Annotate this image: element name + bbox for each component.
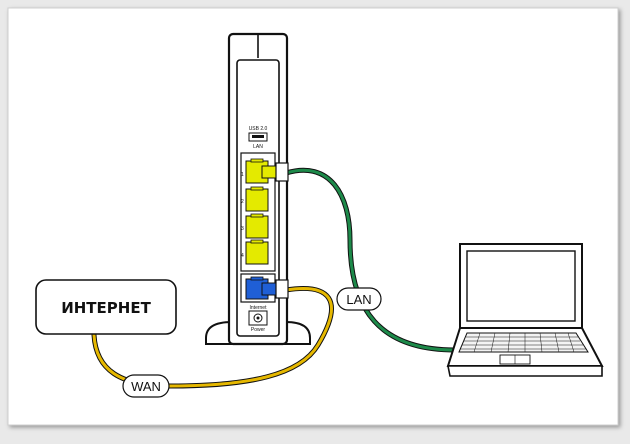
wan-cable bbox=[92, 287, 333, 388]
wan-label-tag: WAN bbox=[122, 374, 170, 398]
lan-label-tag: LAN bbox=[336, 287, 382, 311]
lan-plug bbox=[261, 162, 289, 182]
router: USB 2.0 LAN 1 2 3 4 Inte bbox=[205, 32, 311, 346]
internet-label: ИНТЕРНЕТ bbox=[61, 299, 151, 317]
port-number-2: 2 bbox=[241, 199, 244, 205]
port-number-1: 1 bbox=[241, 172, 244, 178]
laptop-screen bbox=[466, 250, 576, 322]
usb-label: USB 2.0 bbox=[249, 126, 268, 132]
laptop bbox=[446, 243, 604, 377]
wan-port-label: Internet bbox=[250, 305, 268, 311]
lan-port-4 bbox=[245, 239, 269, 265]
lan-port-2 bbox=[245, 186, 269, 212]
usb-lan-label: LAN bbox=[253, 144, 263, 150]
port-number-3: 3 bbox=[241, 226, 244, 232]
wan-label: WAN bbox=[131, 379, 161, 394]
wan-plug bbox=[261, 279, 289, 299]
power-label: Power bbox=[251, 327, 266, 333]
lan-port-3 bbox=[245, 213, 269, 239]
lan-cable bbox=[284, 168, 457, 352]
lan-label: LAN bbox=[346, 292, 371, 307]
internet-box: ИНТЕРНЕТ bbox=[35, 279, 177, 335]
port-number-4: 4 bbox=[241, 253, 244, 259]
